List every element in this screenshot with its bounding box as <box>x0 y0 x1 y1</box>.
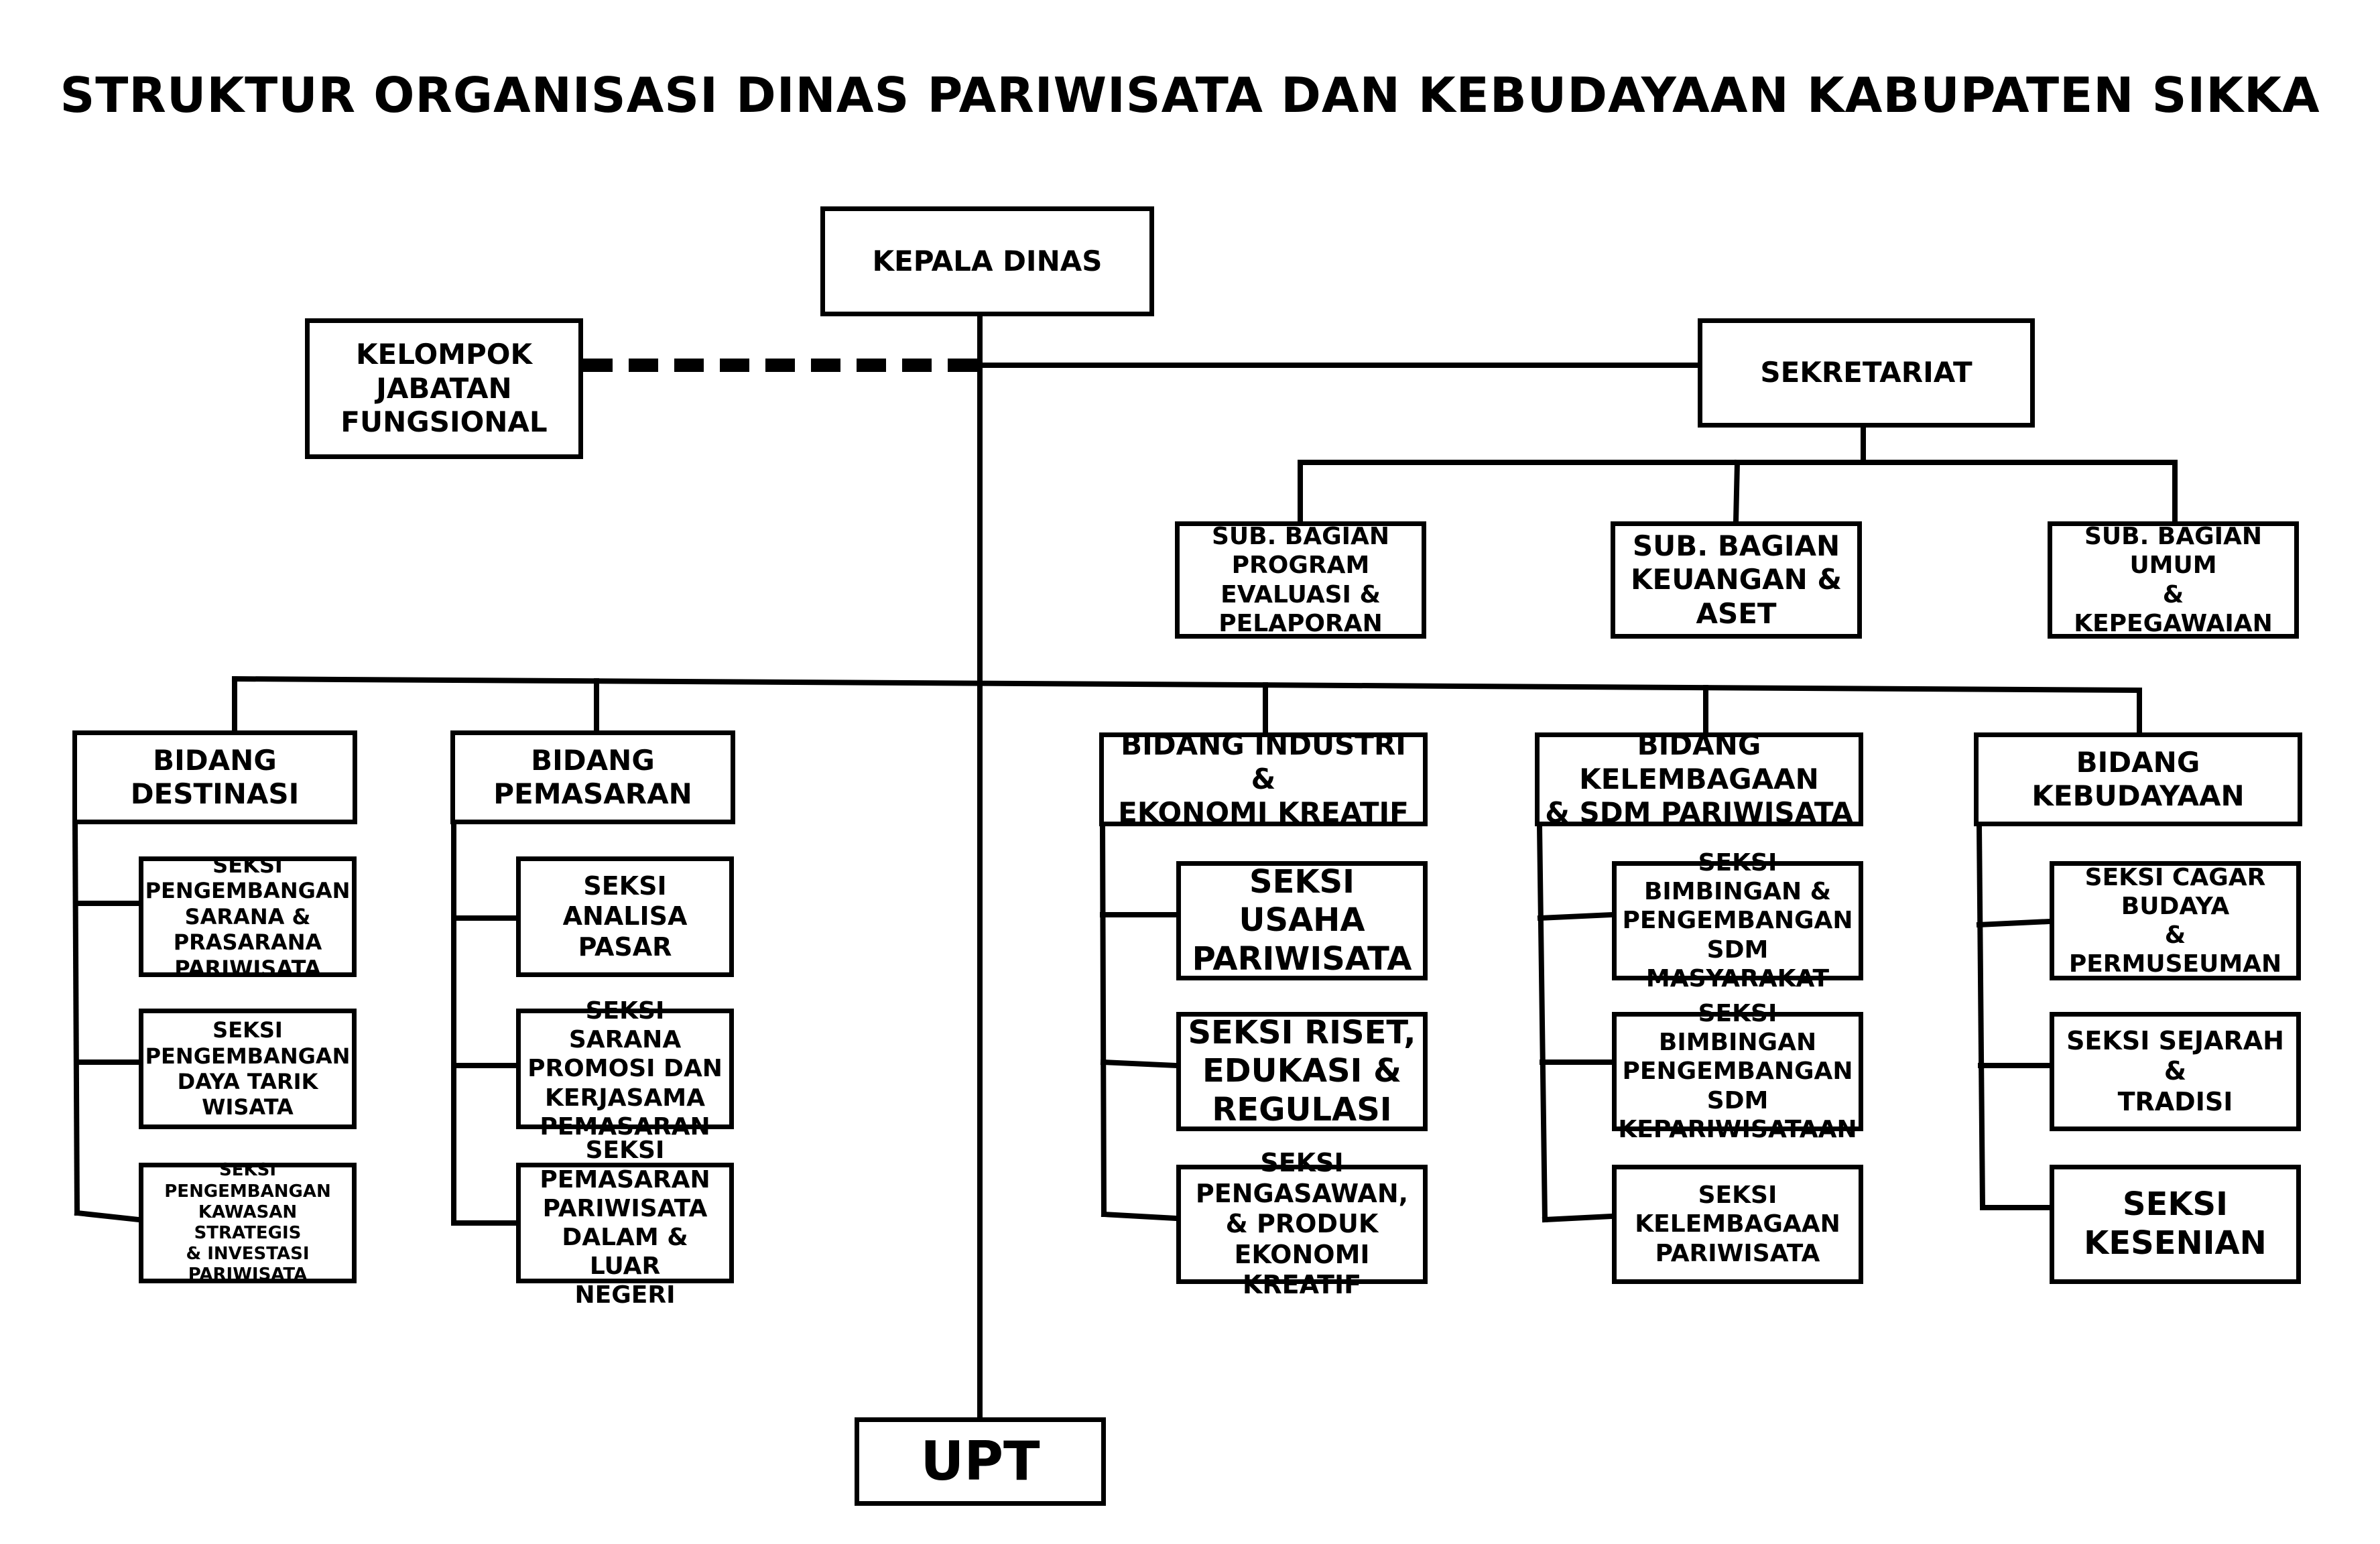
bidang4-trunk <box>1536 823 1548 1223</box>
bidang4-branch-3 <box>1542 1213 1615 1223</box>
box-seksi-destinasi-1: SEKSI PENGEMBANGAN SARANA & PRASARANA PA… <box>139 852 357 981</box>
box-seksi-industri-1: SEKSI USAHA PARIWISATA <box>1176 861 1428 980</box>
box-kepala-dinas: KEPALA DINAS <box>820 206 1154 316</box>
box-seksi-pemasaran-3: SEKSI PEMASARAN PARIWISATA DALAM & LUAR … <box>516 1137 734 1309</box>
bidang3-trunk <box>1099 823 1107 1218</box>
bidang5-branch-1 <box>1976 918 2053 928</box>
box-sekretariat: SEKRETARIAT <box>1698 318 2035 428</box>
bidang3-branch-3 <box>1101 1211 1180 1222</box>
box-bidang-kelembagaan: BIDANG KELEMBAGAAN & SDM PARIWISATA <box>1535 728 1863 829</box>
box-seksi-kelembagaan-2: SEKSI BIMBINGAN PENGEMBANGAN SDM KEPARIW… <box>1612 1000 1863 1143</box>
box-seksi-kelembagaan-3: SEKSI KELEMBAGAAN PARIWISATA <box>1612 1165 1863 1284</box>
box-seksi-pemasaran-1: SEKSI ANALISA PASAR <box>516 856 734 977</box>
bidang4-branch-1 <box>1537 911 1615 921</box>
bidang1-trunk <box>72 821 80 1216</box>
box-seksi-kelembagaan-1: SEKSI BIMBINGAN & PENGEMBANGAN SDM MASYA… <box>1612 849 1863 992</box>
box-bidang-destinasi: BIDANG DESTINASI <box>72 730 357 824</box>
box-seksi-industri-3: SEKSI PENGASAWAN, & PRODUK EKONOMI KREAT… <box>1176 1148 1428 1299</box>
bidang5-trunk <box>1976 823 1986 1211</box>
box-upt: UPT <box>855 1417 1106 1506</box>
bidang1-branch-3 <box>74 1210 142 1223</box>
box-kelompok-jabatan-fungsional: KELOMPOK JABATAN FUNGSIONAL <box>305 318 583 459</box>
bidang-bus <box>231 676 2143 694</box>
bidang3-branch-2 <box>1100 1059 1180 1069</box>
box-seksi-destinasi-3: SEKSI PENGEMBANGAN KAWASAN STRATEGIS & I… <box>139 1160 357 1285</box>
box-bidang-pemasaran: BIDANG PEMASARAN <box>450 730 735 824</box>
page-title: STRUKTUR ORGANISASI DINAS PARIWISATA DAN… <box>60 67 2320 123</box>
box-seksi-pemasaran-2: SEKSI SARANA PROMOSI DAN KERJASAMA PEMAS… <box>516 997 734 1141</box>
box-sub-bagian-program: SUB. BAGIAN PROGRAM EVALUASI & PELAPORAN <box>1175 521 1426 639</box>
box-seksi-kebudayaan-3: SEKSI KESENIAN <box>2050 1165 2301 1284</box>
box-seksi-industri-2: SEKSI RISET, EDUKASI & REGULASI <box>1176 1012 1428 1131</box>
box-bidang-industri: BIDANG INDUSTRI & EKONOMI KREATIF <box>1099 728 1428 829</box>
box-seksi-kebudayaan-1: SEKSI CAGAR BUDAYA & PERMUSEUMAN <box>2050 861 2301 980</box>
box-sub-bagian-keuangan: SUB. BAGIAN KEUANGAN & ASET <box>1611 521 1862 639</box>
subbagian-drop-2 <box>1733 459 1741 525</box>
box-seksi-kebudayaan-2: SEKSI SEJARAH & TRADISI <box>2050 1012 2301 1131</box>
box-sub-bagian-umum: SUB. BAGIAN UMUM & KEPEGAWAIAN <box>2048 521 2299 639</box>
box-bidang-kebudayaan: BIDANG KEBUDAYAAN <box>1974 732 2302 826</box>
box-seksi-destinasi-2: SEKSI PENGEMBANGAN DAYA TARIK WISATA <box>139 1009 357 1129</box>
